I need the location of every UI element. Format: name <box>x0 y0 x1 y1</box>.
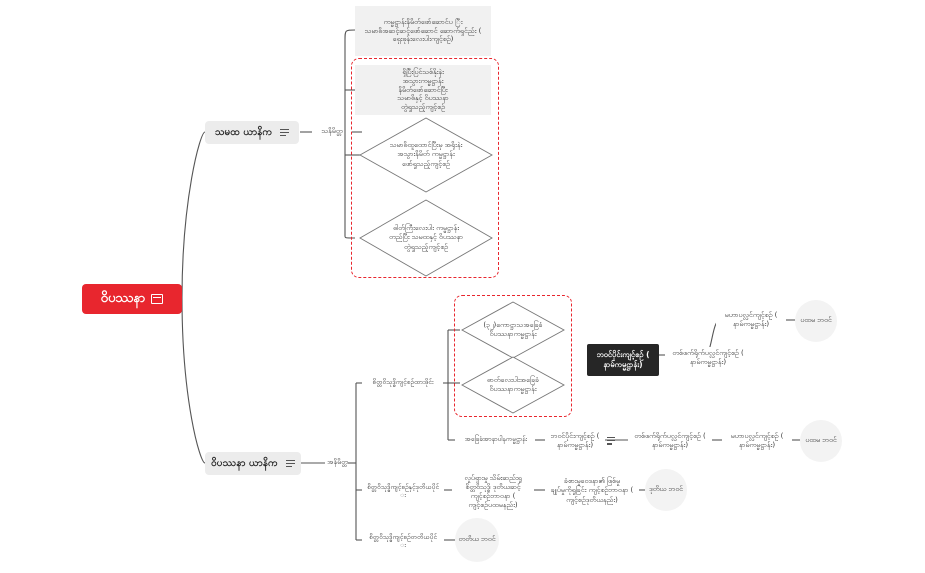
pathama-bhavanga-circle[interactable]: ပထမ ဘဝင် <box>795 300 837 342</box>
vipassana-line-1[interactable]: စိတ္တဝိသုဒ္ဓိကျင့်စဉ်ထားဖိုင်း <box>372 378 434 386</box>
vipassana-line-2[interactable]: စိတ္တဝိသုဒ္ဓိကျင့်စဉ်နှင့်ဒုတိယပိုင် း <box>362 480 444 502</box>
branch-vipassana-label: ဝိပဿနာ ယာနိက <box>211 458 278 469</box>
branch-samatha[interactable]: သမထ ယာနိက <box>205 121 299 144</box>
samatha-diamond-2[interactable]: ဓါတ်ကြီးလေးပါး ကမ္မဋ္ဌာန်း တည်ပြီး သမထနှ… <box>388 224 464 251</box>
vipassana-diamond-1[interactable]: (၃၂)ကောဋ္ဌာသအခြေခံ ဝိပဿနာကမ္မဋ္ဌာန်း <box>483 320 543 338</box>
vipassana-sub-label: အနိမိတ္တ <box>327 458 348 466</box>
menu-lines-icon <box>285 459 295 468</box>
samatha-group-frame <box>351 58 499 278</box>
pathama-bhavanga-circle-2[interactable]: ပထမ ဘဝင် <box>800 420 842 462</box>
menu-lines-icon <box>280 128 290 137</box>
dark-chain-2[interactable]: မဟာပလ္လင်ကျင့်စဉ် ( နာမ်ကမ္မဋ္ဌာန်း) <box>716 309 786 331</box>
basic-chain-3[interactable]: မဟာပလ္လင်ကျင့်စဉ် ( နာမ်ကမ္မဋ္ဌာန်း) <box>722 430 792 452</box>
samatha-box-1[interactable]: ကမ္မဋ္ဌာန်းနိမိတ်ဖော်ဆောင်ပ ြီး သမာဓိအဆင… <box>355 6 491 56</box>
dark-node[interactable]: ဘဝင်ပိုင်းကျင့်စဉ် ( နာမ်ကမ္မဋ္ဌာန်း) <box>587 344 659 376</box>
root-label: ဝိပဿနာ <box>100 290 146 306</box>
note-icon <box>151 294 164 304</box>
root-node[interactable]: ဝိပဿနာ <box>82 284 182 314</box>
basic-chain-1[interactable]: ဘဝင်ပိုင်းကျင့်စဉ် ( နာမ်ကမ္မဋ္ဌာန်း) <box>545 430 605 452</box>
tatiya-bhavanga-circle[interactable]: တတိယ ဘဝင် <box>455 518 499 562</box>
vipassana-group-frame <box>454 295 572 417</box>
samatha-box-2[interactable]: ရှိပြီးပြင်သစ်နိုးနဲး အသွားကမ္မဋ္ဌာန်း န… <box>355 65 491 115</box>
branch-samatha-label: သမထ ယာနိက <box>214 127 273 138</box>
samatha-sub-label: သနိမိတ္တ <box>321 127 343 135</box>
line2-item-b[interactable]: ခံစားမှုဝေဒနာ၏ ဖြစ်မှု ချုပ်မှုကိုရှုခြင… <box>545 476 639 506</box>
basic-anapana[interactable]: အခြေခံအာနာပါနကမ္မဋ္ဌာန်း <box>464 435 528 443</box>
basic-chain-2[interactable]: တစ်ဖက်ရိုက်ပလ္လင်ကျင့်စဉ် ( နာမ်ကမ္မဋ္ဌာ… <box>628 430 712 452</box>
dutiya-bhavanga-circle[interactable]: ဒုတိယ ဘဝင် <box>645 469 687 511</box>
vipassana-diamond-2[interactable]: ဓာတ်လေးပါးအခြေခံ ဝိပဿနာကမ္မဋ္ဌာန်း <box>486 375 540 393</box>
samatha-diamond-1[interactable]: သမာဓိထူထောင်ပြီးမှ အရိုးနဲး အသွားနိမိတ် … <box>389 141 463 168</box>
vipassana-line-3[interactable]: စိတ္တဝိသုဒ္ဓိကျင့်စဉ်တတိယပိုင် း <box>362 530 444 552</box>
line2-item-a[interactable]: လှုပ်ရှားမှု သိမ်းဆည်းရှု စိတ္တဝိသုဒ္ဓိ … <box>452 472 534 512</box>
menu-lines-icon <box>607 437 615 445</box>
dark-chain-1[interactable]: တစ်ဖက်ရိုက်ပလ္လင်ကျင့်စဉ် ( နာမ်ကမ္မဋ္ဌာ… <box>665 347 751 369</box>
branch-vipassana[interactable]: ဝိပဿနာ ယာနိက <box>205 452 301 475</box>
